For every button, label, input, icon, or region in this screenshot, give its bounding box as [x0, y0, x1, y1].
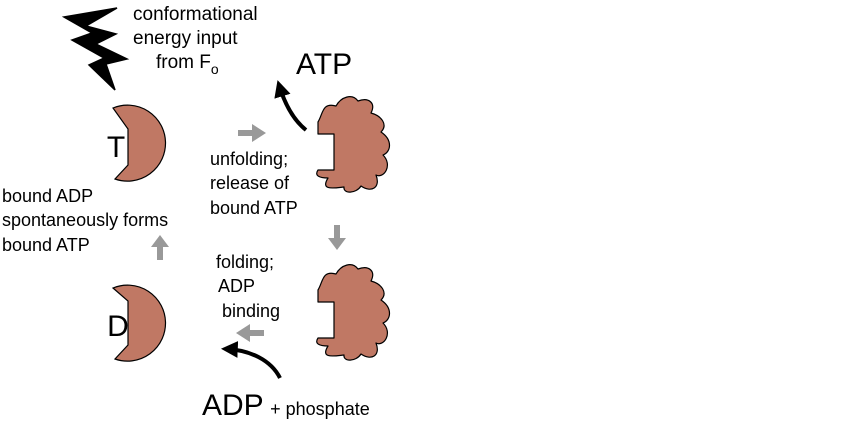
step-arrow-folding: [236, 324, 264, 342]
loose-subunit-shape: [111, 284, 167, 362]
atp-release-arrow: [274, 80, 308, 132]
release-step-line2: release of: [210, 173, 290, 193]
energy-input-line3: from Fo: [156, 52, 219, 77]
loose-state-label: D: [107, 310, 129, 343]
tight-state-label: T: [107, 131, 125, 164]
release-step-line1: unfolding;: [210, 149, 288, 169]
release-step-line3: bound ATP: [210, 198, 298, 218]
energy-source-label: from F: [156, 52, 211, 73]
binding-step-line3: binding: [222, 301, 280, 321]
binding-step-line1: folding;: [216, 252, 274, 272]
open-subunit-shape-lower: [316, 264, 391, 361]
energy-input-line2: energy input: [133, 28, 238, 49]
step-arrow-up: [151, 235, 169, 260]
synthesis-step-line2: spontaneously forms: [2, 210, 168, 230]
lightning-bolt-icon: [61, 7, 130, 91]
adp-input-line: ADP + phosphate: [202, 389, 370, 422]
open-subunit-shape-upper: [316, 96, 391, 193]
step-arrow-down: [328, 225, 346, 250]
adp-binding-arrow: [220, 341, 282, 379]
phosphate-label: + phosphate: [270, 399, 370, 419]
atp-product-label: ATP: [296, 48, 352, 81]
adp-substrate-label: ADP: [202, 389, 264, 422]
energy-source-subscript: o: [211, 61, 219, 77]
tight-subunit-shape: [112, 104, 167, 182]
synthesis-step-line1: bound ADP: [2, 186, 93, 206]
synthesis-step-line3: bound ATP: [2, 235, 90, 255]
binding-step-line2: ADP: [218, 276, 255, 296]
step-arrow-unfolding: [238, 124, 266, 142]
energy-input-line1: conformational: [133, 4, 258, 25]
